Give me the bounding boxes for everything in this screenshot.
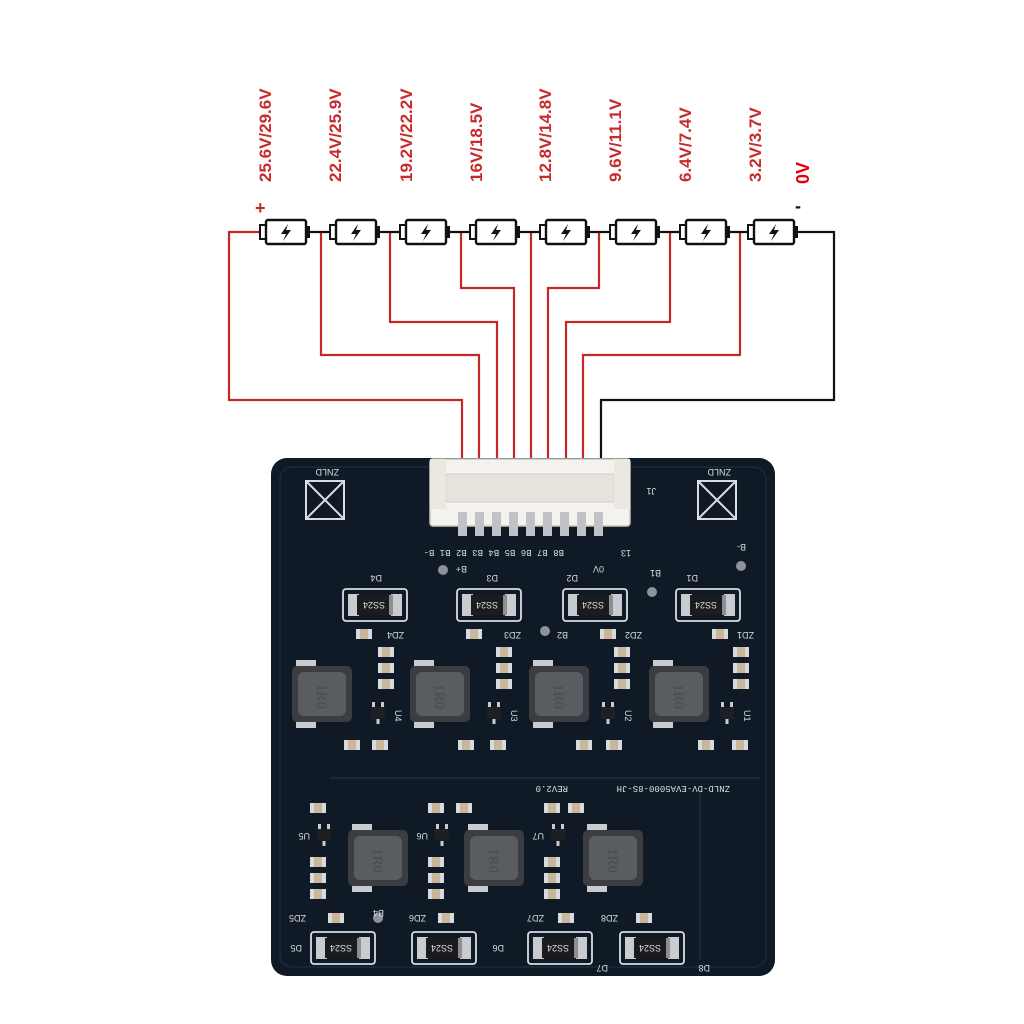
voltage-label-b7: 22.4V/25.9V [326,88,345,182]
pin1-marker: 13 [621,548,631,558]
diode-label: D4 [370,573,382,583]
ic-label: U7 [532,831,544,841]
ov-label: 0V [593,564,604,574]
voltage-label-b6: 19.2V/22.2V [397,88,416,182]
logo-text: ZNLD [315,467,339,477]
battery-cell-icon [678,218,732,246]
diode-marking: SS24 [695,600,717,610]
connector-pin-labels: B8 B7 B6 B5 B4 B3 B2 B1 B- [424,547,564,557]
voltage-label-b2: 6.4V/7.4V [676,107,695,182]
b1-label: B1 [650,568,661,578]
ic-label: U3 [509,710,519,722]
zener-label: ZD6 [409,913,426,923]
diode-label: D6 [492,943,504,953]
passives-top: U4 U3 U2 U1 [344,647,752,750]
ic-label: U5 [298,831,310,841]
plus-sign: + [255,198,266,218]
zener-label: ZD7 [527,913,544,923]
inductor-label: 1R0 [604,848,620,873]
diode-label: D5 [290,943,302,953]
minus-sign: - [795,196,801,216]
voltage-labels: 25.6V/29.6V 22.4V/25.9V 19.2V/22.2V 16V/… [256,88,813,184]
passives-bottom: U5 U6 U7 [298,803,584,899]
diodes-bottom: D5 D6 D7 D8 SS24 SS24 SS24 SS24 [290,931,710,973]
wire-b2 [564,232,672,458]
diode-label: D3 [486,573,498,583]
wire-b5 [459,232,516,458]
connector-j1: J1 B8 B7 B6 B5 B4 B3 B2 B1 B- 13 B+ B- 0… [424,458,746,574]
voltage-label-b3: 9.6V/11.1V [606,98,625,182]
battery-cell-icon [538,218,592,246]
b4-label: B4 [373,908,384,918]
voltage-label-b5: 16V/18.5V [467,102,486,182]
battery-cell-icon [398,218,452,246]
inductor-label: 1R0 [431,684,447,709]
diode-marking: SS24 [476,600,498,610]
zener-label: ZD8 [601,913,618,923]
zero-volt-label: 0V [793,162,813,184]
logo-left: ZNLD [305,467,345,520]
diode-marking: SS24 [363,600,385,610]
diodes-top: D4 D3 D2 D1 SS24 SS24 SS24 SS24 [342,573,741,622]
zener-label: ZD3 [504,630,521,640]
voltage-label-b1: 3.2V/3.7V [746,107,765,182]
ic-label: U2 [623,710,633,722]
ic-label: U4 [393,710,403,722]
inductors-bottom: 1R0 1R0 1R0 [348,824,643,892]
diode-marking: SS24 [547,943,569,953]
connector-label: J1 [646,486,656,496]
b2-label: B2 [557,630,568,640]
zeners-bottom: ZD5 ZD6 ZD7 ZD8 [289,913,652,923]
ic-label: U6 [416,831,428,841]
inductor-label: 1R0 [550,684,566,709]
diode-label: D1 [686,573,698,583]
zener-label: ZD4 [387,630,404,640]
diode-marking: SS24 [431,943,453,953]
logo-right: ZNLD [697,467,737,520]
inductor-label: 1R0 [670,684,686,709]
wire-b6 [388,232,499,458]
wiring [227,230,836,458]
inductor-label: 1R0 [369,848,385,873]
battery-cell-icon [746,218,800,246]
b-minus-label: B- [737,542,746,552]
wire-b7 [319,232,481,458]
inductor-label: 1R0 [485,848,501,873]
zener-label: ZD1 [737,630,754,640]
diode-marking: SS24 [639,943,661,953]
balancer-pcb: ZNLD ZNLD J1 [271,458,775,976]
diode-label: D7 [596,963,608,973]
battery-cell-icon [258,218,312,246]
wire-b1 [581,232,742,458]
diode-marking: SS24 [582,600,604,610]
voltage-label-b4: 12.8V/14.8V [536,88,555,182]
logo-text: ZNLD [707,467,731,477]
voltage-label-b8: 25.6V/29.6V [256,88,275,182]
ic-label: U1 [742,710,752,722]
b-plus-label: B+ [456,564,467,574]
board-code: ZNLD-DV-EVA5000-8S-JH [617,783,730,793]
battery-cell-icon [468,218,522,246]
zener-label: ZD2 [625,630,642,640]
board-revision: REV2.0 [536,783,568,793]
wire-b3 [546,232,601,458]
battery-cell-icon [328,218,382,246]
zeners-top: ZD4 ZD3 ZD2 ZD1 [356,629,754,640]
wire-b-minus [599,230,836,458]
test-pads [373,561,746,923]
diode-label: D8 [698,963,710,973]
zener-label: ZD5 [289,913,306,923]
wire-b8 [227,230,464,458]
inductor-label: 1R0 [313,684,329,709]
inductors-top: 1R0 1R0 1R0 1R0 [292,660,709,728]
battery-cell-icon [608,218,662,246]
diode-label: D2 [566,573,578,583]
diode-marking: SS24 [330,943,352,953]
